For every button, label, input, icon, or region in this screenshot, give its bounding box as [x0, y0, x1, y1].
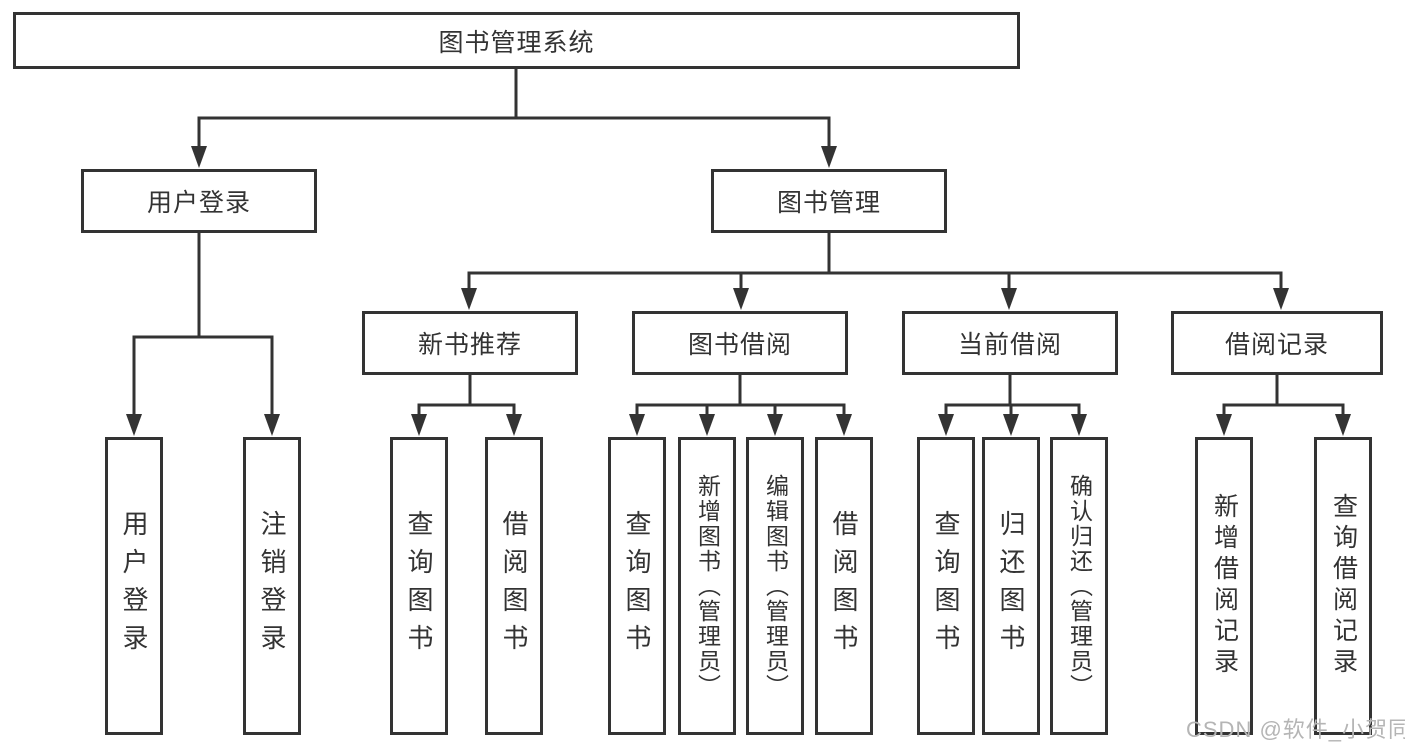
edge-root-split	[197, 69, 831, 150]
watermark: CSDN @软件_小贺同学	[1186, 717, 1405, 742]
node-book-management-label: 图书管理	[776, 189, 881, 217]
node-new-book-recommend-label: 新书推荐	[417, 331, 522, 359]
leaf-records-add-record: 新增借阅记录	[1195, 437, 1253, 735]
node-current-borrow-label: 当前借阅	[957, 331, 1062, 359]
leaf-logout-label: 注销登录	[257, 510, 287, 662]
leaf-borrow-borrow-books: 借阅图书	[815, 437, 873, 735]
leaf-records-query-record-label: 查询借阅记录	[1329, 493, 1358, 679]
node-book-borrow-label: 图书借阅	[687, 331, 792, 359]
node-root-label: 图书管理系统	[438, 28, 595, 57]
edge-login-split	[132, 233, 274, 417]
leaf-user-login: 用户登录	[105, 437, 163, 735]
leaf-logout: 注销登录	[243, 437, 301, 735]
node-new-book-recommend: 新书推荐	[362, 311, 578, 375]
leaf-recommend-borrow-books: 借阅图书	[485, 437, 543, 735]
leaf-recommend-borrow-books-label: 借阅图书	[499, 510, 529, 662]
leaf-recommend-query-books: 查询图书	[390, 437, 448, 735]
leaf-current-confirm-return-admin-label: 确认归还（管理员）	[1066, 473, 1093, 699]
edge-recommend-split	[417, 375, 516, 417]
leaf-records-add-record-label: 新增借阅记录	[1210, 493, 1239, 679]
leaf-current-query-books: 查询图书	[917, 437, 975, 735]
edge-borrow-split	[635, 375, 846, 417]
node-book-management: 图书管理	[711, 169, 947, 233]
leaf-records-query-record: 查询借阅记录	[1314, 437, 1372, 735]
arrowheads	[126, 146, 1351, 436]
node-user-login: 用户登录	[81, 169, 317, 233]
leaf-current-query-books-label: 查询图书	[931, 510, 961, 662]
leaf-borrow-add-books-admin-label: 新增图书（管理员）	[694, 473, 721, 699]
leaf-borrow-borrow-books-label: 借阅图书	[829, 510, 859, 662]
node-user-login-label: 用户登录	[146, 189, 251, 217]
node-book-borrow: 图书借阅	[632, 311, 848, 375]
edge-management-split	[467, 233, 1283, 292]
edge-records-split	[1222, 375, 1345, 417]
leaf-current-return-books: 归还图书	[982, 437, 1040, 735]
leaf-current-return-books-label: 归还图书	[996, 510, 1026, 662]
leaf-current-confirm-return-admin: 确认归还（管理员）	[1050, 437, 1108, 735]
edge-current-split	[944, 375, 1081, 417]
node-borrow-records: 借阅记录	[1171, 311, 1383, 375]
node-current-borrow: 当前借阅	[902, 311, 1118, 375]
leaf-borrow-query-books: 查询图书	[608, 437, 666, 735]
leaf-user-login-label: 用户登录	[119, 510, 149, 662]
leaf-borrow-edit-books-admin-label: 编辑图书（管理员）	[762, 473, 789, 699]
leaf-borrow-add-books-admin: 新增图书（管理员）	[678, 437, 736, 735]
node-root: 图书管理系统	[13, 12, 1020, 69]
leaf-borrow-query-books-label: 查询图书	[622, 510, 652, 662]
node-borrow-records-label: 借阅记录	[1224, 331, 1329, 359]
leaf-borrow-edit-books-admin: 编辑图书（管理员）	[746, 437, 804, 735]
leaf-recommend-query-books-label: 查询图书	[404, 510, 434, 662]
